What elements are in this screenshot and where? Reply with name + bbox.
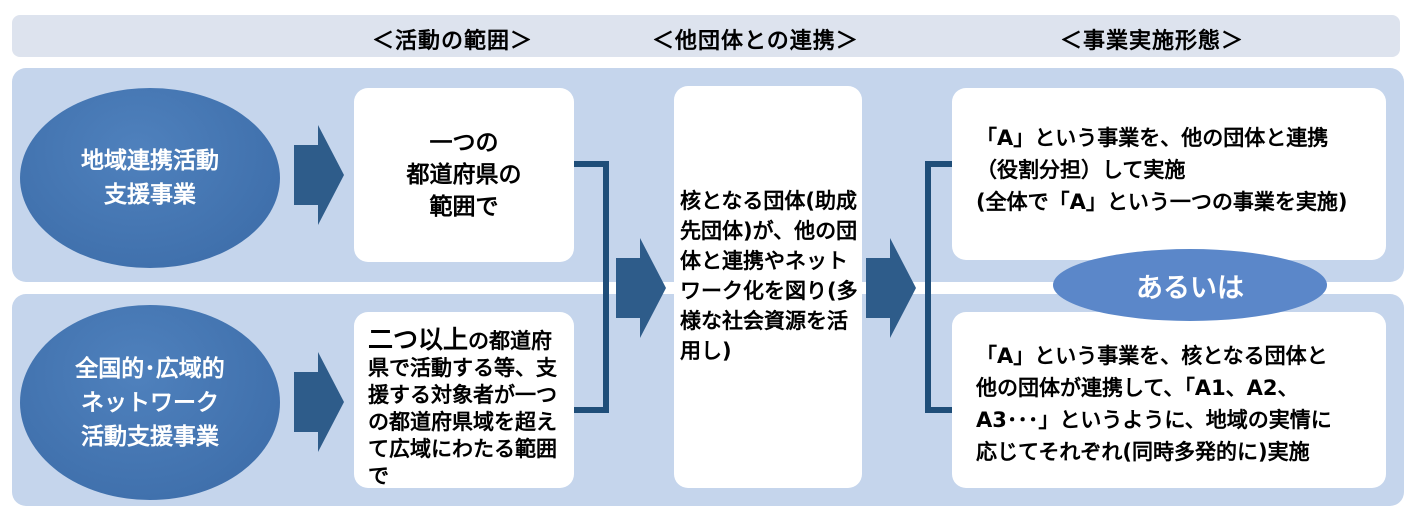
arrow-right-icon [294,352,344,452]
arrow-right-icon [866,238,916,338]
form-collaborative-single-project: 「A」という事業を、他の団体と連携 （役割分担）して実施 (全体で「A」という一… [952,88,1386,260]
collaboration-core-organization: 核となる団体(助成先団体)が、他の団体と連携やネットワーク化を図り(多様な社会資… [674,86,862,488]
header-bar [12,15,1400,57]
header-activity-scope: ＜活動の範囲＞ [372,29,534,54]
scope-multi-prefecture-text: の都道府県で活動する等、支援する対象者が一つの都道府県域を超えて広域にわたる範囲… [368,329,557,488]
arrow-right-icon [294,125,344,225]
bracket-right [925,161,954,413]
scope-multi-prefecture-emphasis: 二つ以上 [368,325,469,354]
or-label: あるいは [1053,249,1327,321]
program-national-network-support: 全国的･広域的 ネットワーク 活動支援事業 [20,305,280,500]
header-implementation-form: ＜事業実施形態＞ [1060,29,1245,54]
form-simultaneous-regional-projects: 「A」という事業を、核となる団体と 他の団体が連携して、「A1、A2、 A3･･… [952,312,1386,488]
scope-single-prefecture: 一つの 都道府県の 範囲で [354,88,574,262]
program-regional-support: 地域連携活動 支援事業 [20,88,280,268]
arrow-right-icon [616,238,666,338]
scope-multi-prefecture: 二つ以上の都道府県で活動する等、支援する対象者が一つの都道府県域を超えて広域にわ… [354,312,574,488]
header-collaboration: ＜他団体との連携＞ [652,29,859,54]
bracket-left [574,161,609,413]
